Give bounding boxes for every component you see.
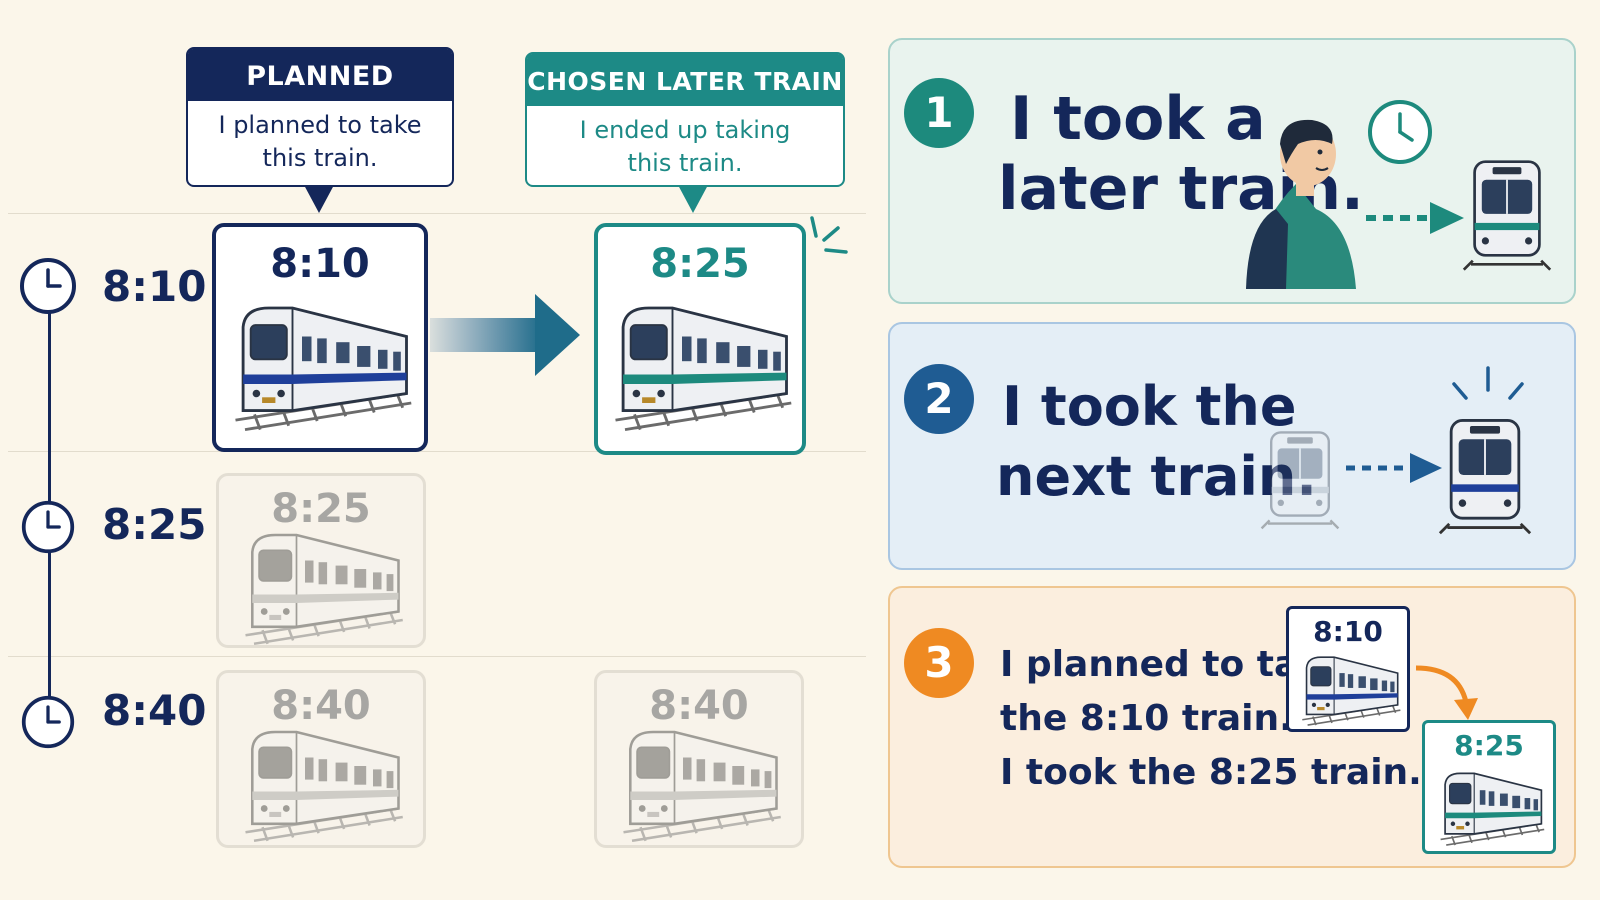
clock-icon	[20, 694, 76, 750]
panel-3-line-2: the 8:10 train.	[1000, 698, 1293, 739]
panel-3-text: I planned to take the 8:10 train. I took…	[1000, 638, 1422, 800]
curved-arrow-icon	[1415, 665, 1478, 720]
train-icon	[1297, 651, 1403, 727]
planned-train-card: 8:10	[212, 223, 428, 452]
arrow-right-icon	[430, 294, 580, 376]
card-time: 8:25	[271, 486, 371, 532]
train-icon	[1260, 418, 1340, 538]
panel-2-text: I took the next train.	[996, 372, 1317, 512]
alert-rays-icon	[1452, 366, 1524, 400]
chosen-line-2: this train.	[627, 149, 743, 177]
callout-pointer	[678, 185, 708, 213]
train-icon	[237, 723, 407, 843]
faded-train-card: 8:25	[216, 473, 426, 648]
chosen-callout: CHOSEN LATER TRAIN I ended up taking thi…	[525, 52, 845, 187]
card-time: 8:10	[270, 241, 370, 287]
train-icon	[226, 295, 416, 435]
panel-3-line-3: I took the 8:25 train.	[1000, 752, 1422, 793]
panel-1: 1 I took a later train.	[888, 38, 1576, 304]
alert-rays-icon	[810, 216, 848, 254]
panel-3: 3 I planned to take the 8:10 train. I to…	[888, 586, 1576, 868]
timeline-time: 8:25	[102, 500, 207, 549]
planned-header: PLANNED	[188, 49, 452, 101]
arrow-right-icon	[1346, 453, 1442, 483]
clock-icon	[20, 499, 76, 555]
faded-train-card: 8:40	[594, 670, 804, 848]
row-divider	[8, 451, 866, 452]
train-icon	[606, 295, 796, 435]
panel-number-badge: 2	[904, 364, 974, 434]
panel-1-line-1: I took a	[1010, 84, 1266, 154]
train-icon	[1435, 767, 1547, 847]
train-icon	[237, 526, 407, 646]
panel-number-badge: 3	[904, 628, 974, 698]
card-time: 8:40	[271, 683, 371, 729]
backpack-icon	[1246, 209, 1288, 289]
card-time: 8:25	[650, 241, 750, 287]
chosen-train-card: 8:25	[594, 223, 806, 455]
planned-callout: PLANNED I planned to take this train.	[186, 47, 454, 187]
panel-number-badge: 1	[904, 78, 974, 148]
mini-card-time: 8:25	[1454, 729, 1524, 762]
arrow-right-icon	[1366, 202, 1464, 234]
card-time: 8:40	[649, 683, 749, 729]
person-icon	[1246, 119, 1356, 289]
train-icon	[1462, 148, 1552, 278]
panel-2-line-2: next train.	[996, 445, 1317, 508]
panel-2-line-1: I took the	[1002, 375, 1297, 438]
clock-icon	[1368, 100, 1432, 164]
planned-line-2: this train.	[262, 144, 378, 172]
timeline-time: 8:10	[102, 262, 207, 311]
callout-pointer	[304, 185, 334, 213]
chosen-header: CHOSEN LATER TRAIN	[527, 54, 843, 106]
row-divider	[8, 656, 866, 657]
mini-card-chosen: 8:25	[1422, 720, 1556, 854]
clock-icon	[18, 256, 78, 316]
chosen-line-1: I ended up taking	[579, 116, 791, 144]
planned-line-1: I planned to take	[218, 111, 422, 139]
train-icon	[615, 723, 785, 843]
panel-2: 2 I took the next train.	[888, 322, 1576, 570]
train-icon	[1438, 404, 1532, 544]
row-divider	[8, 213, 866, 214]
timeline-time: 8:40	[102, 686, 207, 735]
mini-card-time: 8:10	[1313, 615, 1383, 648]
faded-train-card: 8:40	[216, 670, 426, 848]
mini-card-planned: 8:10	[1286, 606, 1410, 732]
